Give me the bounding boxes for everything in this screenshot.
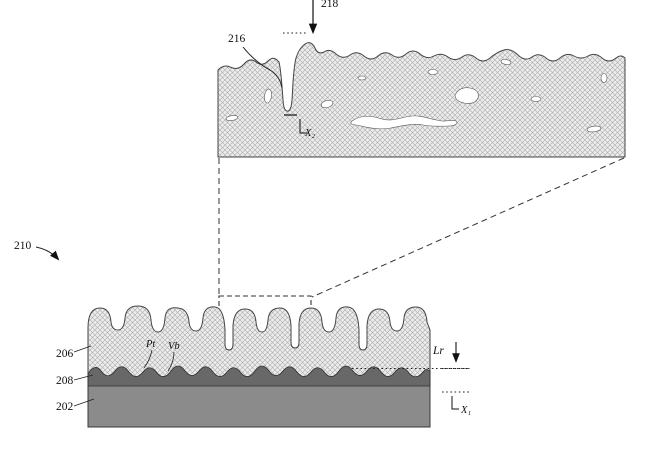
- layer-206-shape: [87, 305, 431, 385]
- x2-bracket: [299, 119, 307, 134]
- void-blob: [586, 125, 602, 133]
- porosity-voids: [225, 59, 608, 133]
- pt-label: Pt: [145, 339, 156, 350]
- void-blob: [500, 59, 512, 65]
- void-blob: [600, 73, 608, 83]
- ref-216-label: 216: [228, 33, 246, 45]
- vb-leader: [167, 351, 175, 372]
- ref-208-leader: [73, 374, 94, 381]
- void-blob: [264, 88, 272, 104]
- ref-206-label: 206: [56, 348, 74, 360]
- vb-label: Vb: [168, 341, 180, 352]
- lr-label: Lr: [432, 345, 444, 357]
- ref-202-label: 202: [56, 401, 74, 413]
- layer-208-shape: [87, 365, 431, 387]
- void-blob: [427, 69, 439, 75]
- layer-202-shape: [87, 381, 431, 428]
- ref-218-label: 218: [321, 0, 339, 10]
- ref-206-leader: [73, 345, 92, 353]
- porous-layer-detail: [217, 42, 626, 158]
- magnified-detail-view: X₂ 218 216: [217, 0, 626, 158]
- void-blob: [225, 115, 239, 121]
- void-blob: [530, 96, 542, 102]
- pt-leader: [143, 349, 153, 369]
- ref-202-leader: [73, 398, 95, 407]
- x1-bracket: [451, 396, 459, 410]
- layer-stack: [87, 305, 470, 428]
- x1-label: X₁: [460, 405, 471, 416]
- void-blob: [350, 115, 458, 130]
- void-blob: [454, 87, 479, 104]
- ref-210-arrow: [35, 246, 60, 261]
- ref-210-label: 210: [14, 240, 32, 252]
- void-blob: [320, 99, 334, 109]
- zoom-projection-right: [311, 157, 625, 298]
- ref-216-leader: [242, 46, 283, 89]
- ref-208-label: 208: [56, 375, 74, 387]
- void-blob: [357, 75, 367, 81]
- x2-label: X₂: [304, 128, 315, 139]
